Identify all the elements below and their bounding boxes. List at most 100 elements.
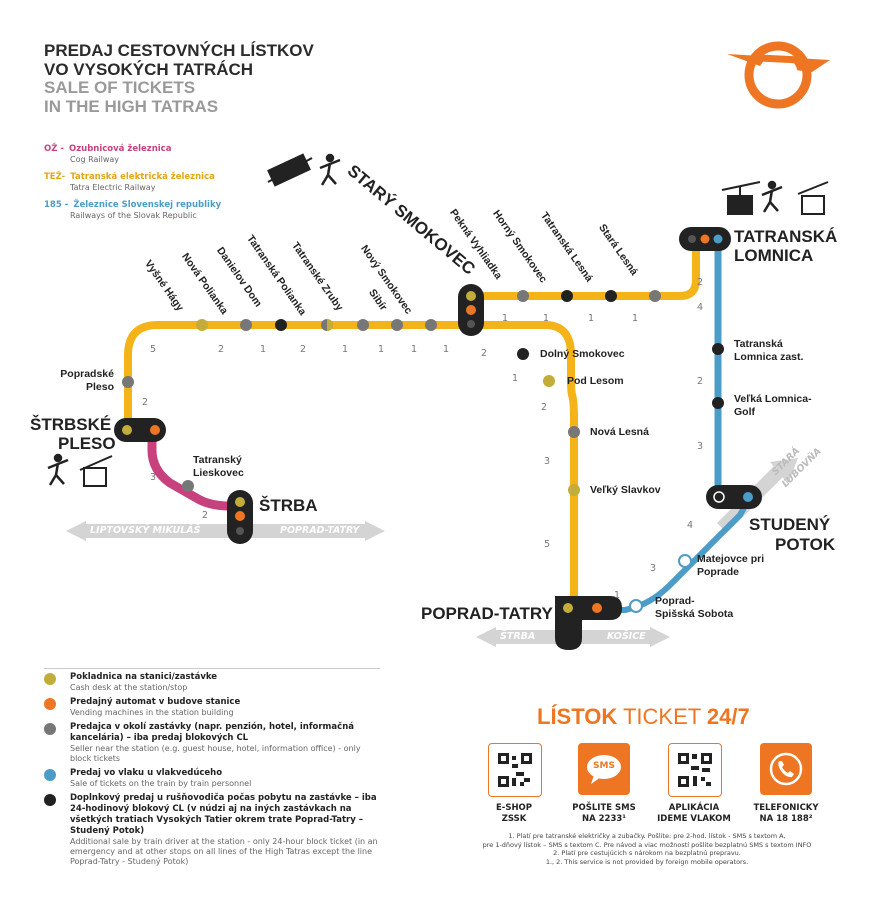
funicular-icon xyxy=(267,153,313,187)
stop-velka-lomnica-2: Golf xyxy=(734,406,755,418)
legend-sk: Predajný automat v budove stanice xyxy=(70,697,241,707)
option-line1: POŠLITE SMS xyxy=(572,803,636,813)
zone-number: 2 xyxy=(300,344,307,355)
title-sk-line2: VO VYSOKÝCH TATRÁCH xyxy=(44,60,254,79)
option-line1: TELEFONICKY xyxy=(753,803,819,813)
qr-code-icon xyxy=(678,753,712,787)
zone-number: 1 xyxy=(378,344,385,355)
cable-car-icon xyxy=(721,181,761,215)
station-strbske-pleso-1: ŠTRBSKÉ xyxy=(30,415,112,434)
app-label: APLIKÁCIA IDEME VLAKOM xyxy=(644,803,744,825)
railway-en-zssk: Railways of the Slovak Republic xyxy=(70,211,197,220)
zone-number: 1 xyxy=(342,344,349,355)
zone-number: 3 xyxy=(697,441,704,452)
zone-number: 1 xyxy=(588,313,595,324)
option-line1: APLIKÁCIA xyxy=(668,803,720,813)
railway-code-zssk: 185 - xyxy=(44,200,69,210)
legend-en: Seller near the station (e.g. guest hous… xyxy=(70,744,361,763)
footnote: pre 1-dňový lístok – SMS s textom C. Pre… xyxy=(482,840,812,849)
zone-number: 4 xyxy=(697,302,704,313)
hiker-icon-3 xyxy=(47,453,69,486)
stop-spisska-sobota: Poprad- Spišská Sobota xyxy=(655,595,733,621)
stop-pod-lesom: Pod Lesom xyxy=(567,375,624,387)
zone-number: 1 xyxy=(543,313,550,324)
zone-number: 2 xyxy=(541,402,548,413)
zone-number: 3 xyxy=(544,456,551,467)
zone-number: 1 xyxy=(411,344,418,355)
onboard-dot-icon xyxy=(44,769,56,781)
title-en-line1: SALE OF TICKETS xyxy=(44,78,196,97)
sms-icon xyxy=(587,755,621,784)
legend-sk: Pokladnica na stanici/zastávke xyxy=(70,672,218,682)
zone-number: 2 xyxy=(481,348,488,359)
stop-nova-lesna: Nová Lesná xyxy=(590,426,649,438)
zone-number: 2 xyxy=(697,277,704,288)
zone-number: 2 xyxy=(142,397,149,408)
zone-number: 5 xyxy=(150,344,157,355)
station-strba: ŠTRBA xyxy=(259,496,318,515)
zone-number: 3 xyxy=(650,563,657,574)
sms-label: POŠLITE SMS NA 2233¹ xyxy=(554,803,654,825)
zssk-logo-icon xyxy=(727,41,830,109)
hiker-icon xyxy=(319,153,341,186)
legend-item-driver: Doplnkový predaj u rušňovodiča počas pob… xyxy=(44,793,384,867)
zone-number: 1 xyxy=(260,344,267,355)
footnote: 1., 2. This service is not provided by f… xyxy=(545,857,749,866)
station-studeny-potok-2: POTOK xyxy=(775,535,836,554)
phone-icon xyxy=(769,752,803,786)
stop-velka-lomnica: Veľká Lomnica- Golf xyxy=(734,393,812,419)
stop-matejovce: Matejovce pri Poprade xyxy=(697,553,764,579)
app-qr-button[interactable] xyxy=(668,743,722,797)
stop-popradske-pleso-2: Pleso xyxy=(85,381,114,393)
eshop-label: E-SHOP ZSSK xyxy=(464,803,564,825)
railway-code-cog: OŽ - xyxy=(44,144,64,154)
stop-tl-zast: Tatranská Lomnica zast. xyxy=(734,338,803,364)
zone-number: 2 xyxy=(218,344,225,355)
legend-sk: Predajca v okolí zastávky (napr. penzión… xyxy=(70,722,354,743)
station-tatranska-lomnica-1: TATRANSKÁ xyxy=(734,227,838,246)
legend-en: Vending machines in the station building xyxy=(70,708,234,717)
footnote: 2. Platí pre cestujúcich s nárokom na be… xyxy=(553,849,741,857)
option-line2: NA 18 188² xyxy=(759,814,813,824)
legend-sk: Doplnkový predaj u rušňovodiča počas pob… xyxy=(70,793,377,836)
zone-number: 1 xyxy=(614,590,621,601)
station-poprad-tatry: POPRAD-TATRY xyxy=(421,604,553,623)
stop-spisska-sobota-1: Poprad- xyxy=(655,595,695,607)
vending-dot-icon xyxy=(44,698,56,710)
seller-dot-icon xyxy=(44,723,56,735)
line-zssk xyxy=(571,495,753,613)
footnote: 1. Platí pre tatranské električky a zuba… xyxy=(508,832,786,840)
option-line1: E-SHOP xyxy=(495,803,533,813)
direction-strba: ŠTRBA xyxy=(500,631,536,642)
stop-dolny-smokovec: Dolný Smokovec xyxy=(540,348,625,360)
ticket-footnotes: 1. Platí pre tatranské električky a zuba… xyxy=(437,832,857,866)
zone-number: 1 xyxy=(632,313,639,324)
line-tez-lomnica-branch xyxy=(470,240,700,300)
direction-kosice: KOŠICE xyxy=(607,631,646,642)
stop-popradske-pleso: Popradské Pleso xyxy=(54,368,114,394)
line-cog xyxy=(147,430,240,511)
railway-name-zssk: Železnice Slovenskej republiky xyxy=(73,200,222,210)
legend-en: Sale of tickets on the train by train pe… xyxy=(70,779,252,788)
option-line2: ZSSK xyxy=(501,814,527,824)
eshop-qr-button[interactable] xyxy=(488,743,542,797)
title-en-line2: IN THE HIGH TATRAS xyxy=(44,97,219,116)
stop-popradske-pleso-1: Popradské xyxy=(60,368,114,380)
legend-en: Additional sale by train driver at the s… xyxy=(70,837,378,866)
hiker-icon-2 xyxy=(761,180,783,213)
station-studeny-potok-1: STUDENÝ xyxy=(749,515,831,534)
railway-en-cog: Cog Railway xyxy=(70,155,120,164)
sms-badge: SMS xyxy=(593,761,615,771)
cash-dot-icon xyxy=(44,673,56,685)
stop-matejovce-1: Matejovce pri xyxy=(697,553,765,565)
stop-matejovce-2: Poprade xyxy=(697,566,740,578)
chairlift-icon-2 xyxy=(79,455,113,487)
phone-button[interactable] xyxy=(760,743,812,795)
direction-poprad-tatry: POPRAD-TATRY xyxy=(280,525,360,536)
zone-number: 2 xyxy=(202,510,209,521)
legend-item-seller: Predajca v okolí zastávky (napr. penzión… xyxy=(44,722,384,764)
sms-button[interactable]: SMS xyxy=(578,743,630,795)
